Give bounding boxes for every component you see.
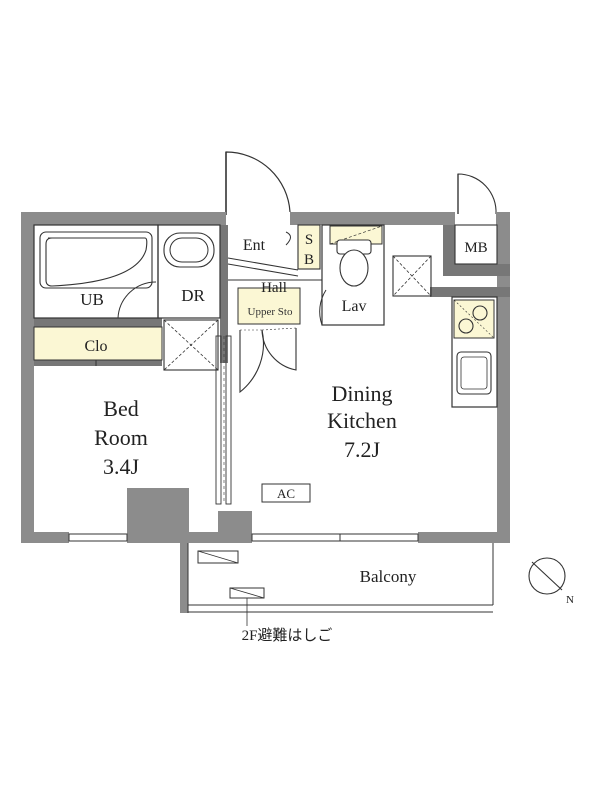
- clo-label: Clo: [84, 338, 107, 355]
- ent-label: Ent: [243, 237, 266, 254]
- hall-label: Hall: [261, 280, 287, 296]
- entrance: Ent: [227, 231, 299, 277]
- kitchen-counter: [451, 296, 498, 408]
- compass-north-label: N: [566, 594, 574, 606]
- dining-kitchen: Dining Kitchen 7.2J AC: [261, 381, 397, 503]
- lav-label: Lav: [342, 298, 367, 315]
- closet: Clo: [33, 326, 163, 366]
- bed-room-label-line2: Room: [94, 425, 148, 450]
- shoe-box: S B: [297, 224, 321, 270]
- balcony: Balcony 2F避難はしご: [180, 543, 494, 644]
- escape-ladder-label: 2F避難はしご: [242, 627, 333, 644]
- entrance-door: [225, 151, 291, 215]
- meter-box: MB: [454, 224, 498, 265]
- refrigerator-space: [392, 255, 432, 297]
- mb-door: [457, 173, 497, 215]
- dk-label-line2: Kitchen: [327, 408, 397, 433]
- dressing-room: DR: [157, 224, 221, 371]
- ac-label: AC: [277, 486, 295, 501]
- hall: Hall Upper Sto: [228, 279, 322, 394]
- mb-label: MB: [464, 240, 487, 256]
- lavatory: Lav: [319, 224, 385, 326]
- sb-label-top: S: [305, 232, 313, 248]
- upper-storage-label: Upper Sto: [248, 306, 293, 318]
- compass-icon: N: [528, 557, 574, 606]
- sb-label-bottom: B: [304, 252, 314, 268]
- interior-walls: [34, 225, 510, 366]
- balcony-label: Balcony: [360, 567, 417, 586]
- bed-room-label-line1: Bed: [103, 396, 138, 421]
- bed-room: Bed Room 3.4J: [94, 335, 232, 505]
- dk-label-line1: Dining: [331, 381, 392, 406]
- bed-room-size: 3.4J: [103, 454, 140, 479]
- unit-bath: UB: [33, 224, 159, 319]
- dr-label: DR: [181, 286, 205, 305]
- dk-size: 7.2J: [344, 437, 381, 462]
- windows: [68, 533, 419, 542]
- outer-walls: [21, 212, 510, 543]
- ub-label: UB: [80, 290, 104, 309]
